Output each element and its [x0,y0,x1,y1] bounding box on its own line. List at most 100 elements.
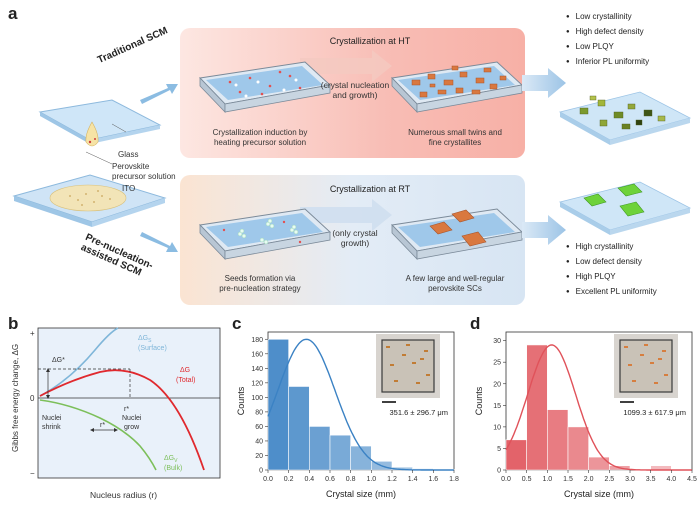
bottom-title: Crystallization at RT [329,184,411,194]
bottom-right-caption-1: A few large and well-regular [405,274,505,283]
top-left-caption: Crystallization induction by heating pre… [195,128,325,147]
y-tick-label: 15 [493,403,501,410]
y-axis-label: Counts [474,386,484,415]
arrow-top-result [522,68,566,98]
inset-grain [406,344,410,346]
surface-label-1: ΔG [138,335,148,342]
x-tick-label: 0.6 [325,476,335,483]
bottom-bullet: Low defect density [566,255,657,270]
inset-grain [402,354,406,356]
nuclei-grow-2: grow [124,424,140,431]
top-middle-line-2: and growth) [332,90,378,101]
top-left-caption-2: heating precursor solution [213,137,307,147]
inset-grain [424,350,428,352]
x-tick-label: 3.5 [646,476,656,483]
histogram-bar [526,344,548,471]
inset-grain [650,362,654,364]
top-bullet: Low PLQY [566,40,649,55]
top-band-arrow [300,50,392,82]
inset-grain [662,350,666,352]
result-slab-top [558,91,692,145]
panel-b-zero: 0 [30,394,35,403]
total-curve [39,369,205,471]
histogram-bar [547,409,569,471]
y-tick-label: 25 [493,360,501,367]
top-bullets: Low crystallinity High defect density Lo… [566,10,650,70]
precursor-drop [85,121,99,147]
dg-star-label: ΔG* [52,357,65,364]
y-tick-label: 40 [255,438,263,445]
surface-curve [39,327,119,397]
inset-grain [426,374,430,376]
inset-grain [664,374,668,376]
bulk-label: ΔGV [164,455,178,464]
panel-c-label: c [232,314,242,333]
histogram-bar [329,434,351,471]
y-tick-label: 30 [493,338,501,345]
x-tick-label: 0.4 [304,476,314,483]
x-tick-label: 1.0 [542,476,552,483]
bottom-middle-text: (only crystal growth) [310,228,400,248]
y-tick-label: 5 [497,446,501,453]
panel-b-xlabel: Nucleus radius (r) [90,490,157,500]
fit-curve [505,344,692,471]
bottom-left-caption-1: Seeds formation via [195,274,325,284]
inset-grain [628,364,632,366]
x-tick-label: 0.5 [522,476,532,483]
top-right-caption: Numerous small twins and fine crystallit… [390,128,520,147]
y-tick-label: 0 [259,468,263,475]
inset-grain [624,346,628,348]
y-tick-label: 20 [493,381,501,388]
x-tick-label: 2.0 [584,476,594,483]
arrow-to-top [140,84,178,104]
glass-plate [38,99,162,144]
y-tick-label: 180 [251,337,263,344]
bottom-middle-line-2: growth) [340,238,370,249]
inset-grain [658,358,662,360]
inset-grain [412,362,416,364]
x-tick-label: 0.8 [346,476,356,483]
bottom-band-arrow [300,199,392,231]
fit-curve [267,338,454,471]
bottom-bullet: High crystallinity [566,240,657,255]
inset-grain [632,380,636,382]
x-tick-label: 1.8 [449,476,459,483]
arrow-to-bottom [140,232,178,252]
y-tick-label: 80 [255,409,263,416]
y-tick-label: 20 [255,453,263,460]
bottom-left-caption-2: pre-nucleation strategy [219,283,301,293]
histogram-bar [288,386,310,471]
bottom-bullets: High crystallinity Low defect density Hi… [566,240,657,300]
x-axis-label: Crystal size (mm) [564,489,634,499]
histogram-bar [588,456,610,471]
inset-grain [420,358,424,360]
glass-label: Glass [118,150,139,159]
top-right-caption-1: Numerous small twins and [408,128,502,137]
top-middle-line-1: (crystal nucleation [320,80,390,90]
bottom-right-caption: A few large and well-regular perovskite … [390,274,520,293]
bottom-band [180,175,525,305]
tray-bottom-left [198,208,332,260]
y-tick-label: 120 [251,380,263,387]
panel-b-ylabel: Gibbs free energy change, ΔG [11,344,20,452]
bulk-curve [39,399,157,471]
total-label-1: ΔG [180,367,190,374]
inset-grain [644,344,648,346]
x-tick-label: 1.0 [366,476,376,483]
inset-grain [386,346,390,348]
bottom-bullet: Excellent PL uniformity [566,285,657,300]
bulk-label-2: (Bulk) [164,465,182,472]
y-tick-label: 10 [493,424,501,431]
x-tick-label: 1.4 [408,476,418,483]
top-band [180,28,525,158]
precursor-line-2: precursor solution [112,171,176,181]
x-tick-label: 0.2 [284,476,294,483]
y-tick-label: 160 [251,351,263,358]
x-tick-label: 0.0 [501,476,511,483]
y-axis-label: Counts [236,386,246,415]
tray-bottom-right [390,208,524,260]
x-tick-label: 4.5 [687,476,697,483]
x-tick-label: 0.0 [263,476,273,483]
y-tick-label: 140 [251,366,263,373]
arrow-bottom-result [522,215,566,245]
